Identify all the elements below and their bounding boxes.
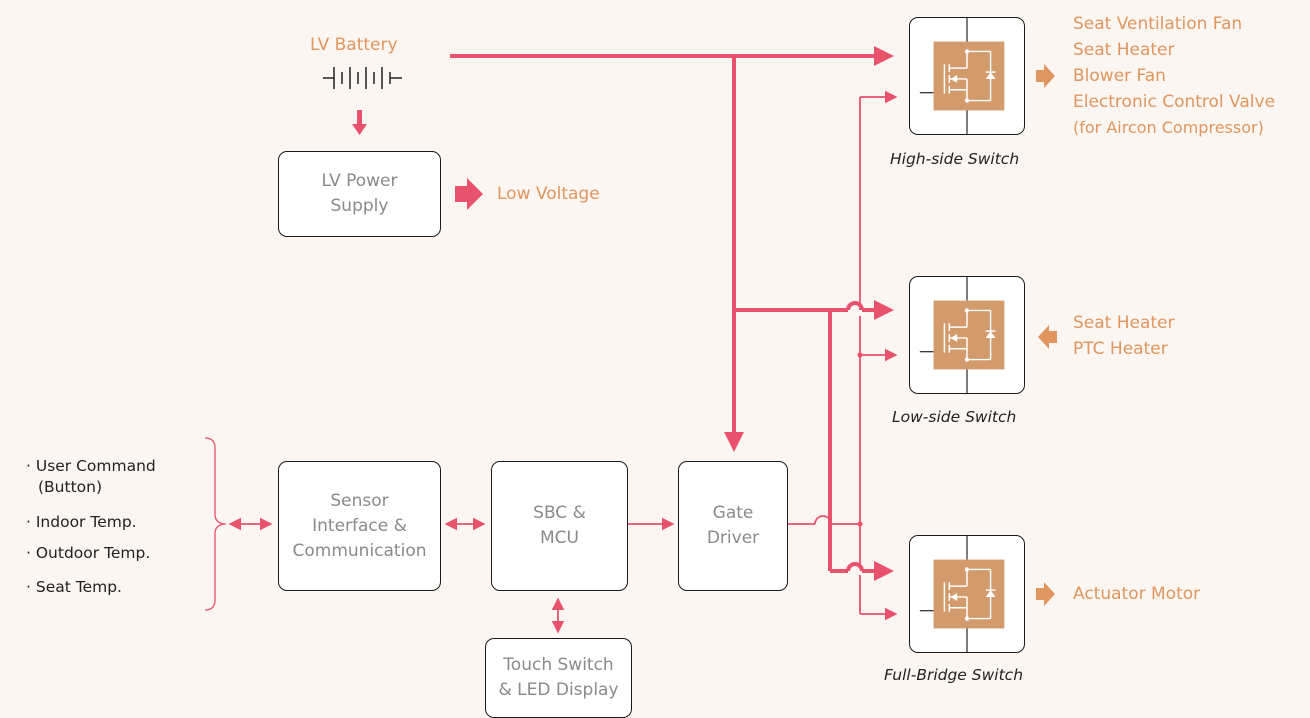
high-side-output-arrow [1036, 64, 1055, 88]
mosfet-icon [919, 18, 1005, 134]
load-seat-ventilation-fan: Seat Ventilation Fan [1073, 14, 1243, 34]
gate-driver-block: Gate Driver [678, 461, 788, 591]
load-blower-fan: Blower Fan [1073, 66, 1166, 86]
low-voltage-arrow [455, 178, 483, 210]
sbc-mcu-block: SBC & MCU [491, 461, 628, 591]
low-side-switch-label: Low-side Switch [892, 408, 1017, 426]
input-bracket [204, 437, 227, 611]
load-aircon-compressor-note: (for Aircon Compressor) [1073, 118, 1264, 137]
high-side-switch [909, 17, 1025, 135]
lv-power-supply-block: LV Power Supply [278, 151, 441, 237]
input-item-indoor-temp: · Indoor Temp. [26, 513, 137, 531]
full-bridge-switch-label: Full-Bridge Switch [884, 666, 1024, 684]
load-actuator-motor: Actuator Motor [1073, 584, 1201, 604]
power-bus [450, 46, 894, 581]
low-voltage-label: Low Voltage [497, 184, 600, 204]
battery-down-arrow [352, 110, 367, 135]
load-seat-heater: Seat Heater [1073, 40, 1175, 60]
junction-dot [857, 352, 863, 358]
input-item-seat-temp: · Seat Temp. [26, 578, 122, 596]
input-item-user-command-detail: (Button) [38, 478, 103, 496]
mosfet-icon [919, 277, 1005, 393]
low-side-switch [909, 276, 1025, 394]
full-bridge-switch [909, 535, 1025, 653]
junction-dot [857, 521, 863, 527]
input-item-outdoor-temp: · Outdoor Temp. [26, 544, 151, 562]
load-ptc-heater: PTC Heater [1073, 339, 1168, 359]
battery-icon [323, 67, 402, 89]
touch-switch-led-block: Touch Switch & LED Display [485, 638, 632, 718]
load-electronic-control-valve: Electronic Control Valve [1073, 92, 1276, 112]
battery-label: LV Battery [310, 35, 398, 55]
mosfet-icon [919, 536, 1005, 652]
sensor-interface-block: Sensor Interface & Communication [278, 461, 441, 591]
input-item-user-command: · User Command [26, 457, 156, 475]
load-low-side-seat-heater: Seat Heater [1073, 313, 1175, 333]
full-bridge-output-arrow [1036, 582, 1055, 606]
low-side-input-arrow [1038, 325, 1057, 349]
high-side-switch-label: High-side Switch [890, 150, 1020, 168]
